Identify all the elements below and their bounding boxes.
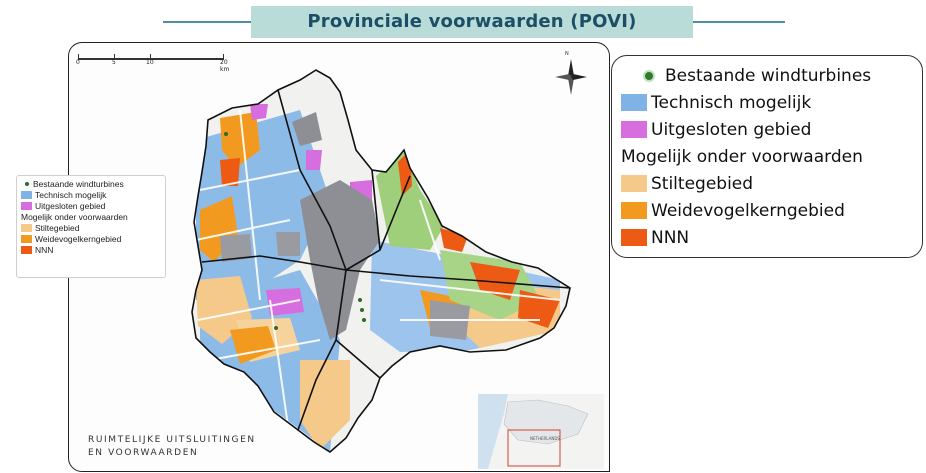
legend-small-item-weidevogel: Weidevogelkerngebied: [21, 233, 161, 244]
legend-item-nnn: NNN: [621, 224, 914, 251]
scale-bar: 0 5 10 20 km: [72, 50, 232, 73]
legend-heading: Mogelijk onder voorwaarden: [621, 146, 863, 167]
north-arrow-icon: [555, 59, 587, 95]
scale-label-5: 5: [112, 59, 116, 66]
page-title: Provinciale voorwaarden (POVI): [251, 6, 693, 38]
turbine-dot-icon: [643, 69, 655, 82]
inset-locator-map: NETHERLANDS: [478, 394, 604, 469]
province-outline: [191, 69, 571, 453]
title-rule-left: [163, 21, 251, 23]
legend-item-stilte: Stiltegebied: [621, 170, 914, 197]
title-rule-right: [693, 21, 785, 23]
legend-small-item-nnn: NNN: [21, 244, 161, 255]
caption-line-1: RUIMTELIJKE UITSLUITINGEN: [88, 435, 256, 445]
legend-item-technisch: Technisch mogelijk: [621, 89, 914, 116]
north-label: N: [565, 51, 569, 57]
legend-small-item-turbines: Bestaande windturbines: [21, 178, 161, 189]
scale-label-0: 0: [76, 59, 80, 66]
legend-item-turbines: Bestaande windturbines: [621, 62, 914, 89]
legend-small: Bestaande windturbines Technisch mogelij…: [16, 175, 166, 278]
legend-small-heading: Mogelijk onder voorwaarden: [21, 211, 128, 222]
legend-small-item-stilte: Stiltegebied: [21, 222, 161, 233]
legend-small-item-uitgesloten: Uitgesloten gebied: [21, 200, 161, 211]
caption-line-2: EN VOORWAARDEN: [88, 448, 199, 458]
scale-label-10: 10: [146, 59, 154, 66]
legend-small-item-technisch: Technisch mogelijk: [21, 189, 161, 200]
map-caption: RUIMTELIJKE UITSLUITINGEN EN VOORWAARDEN: [88, 434, 256, 460]
scale-label-20: 20 km: [220, 59, 230, 73]
legend-item-weidevogel: Weidevogelkerngebied: [621, 197, 914, 224]
compass-rose-icon: N: [553, 51, 589, 99]
legend-item-uitgesloten: Uitgesloten gebied: [621, 116, 914, 143]
inset-label: NETHERLANDS: [530, 436, 560, 441]
legend-large: Bestaande windturbines Technisch mogelij…: [611, 55, 923, 258]
boundary-lines: [201, 89, 571, 431]
turbine-dot-icon: [25, 181, 29, 186]
